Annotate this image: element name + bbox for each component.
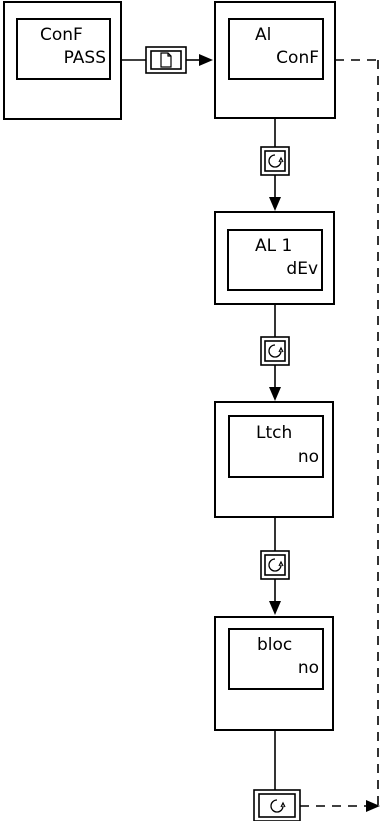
display-window [16, 18, 111, 80]
scroll-key-icon[interactable] [260, 146, 290, 176]
display-line-1: bloc [257, 635, 292, 655]
display-window [228, 415, 324, 478]
display-line-2: dEv [286, 259, 318, 279]
display-window [227, 229, 323, 291]
page-key-icon[interactable] [145, 46, 187, 74]
scroll-key-icon[interactable] [253, 789, 301, 821]
arrowhead-down-icon [269, 601, 281, 615]
scroll-key-icon[interactable] [260, 550, 290, 580]
unit-conf-pass: ConF PASS [3, 1, 122, 120]
unit-bloc-no: bloc no [214, 616, 334, 731]
display-line-1: Al [255, 25, 271, 45]
arrowhead-down-icon [269, 387, 281, 401]
arrowhead-down-icon [269, 197, 281, 211]
display-line-2: ConF [276, 48, 319, 68]
display-line-2: PASS [64, 48, 106, 68]
unit-ltch-no: Ltch no [214, 401, 334, 518]
unit-frame [214, 401, 334, 518]
unit-al1-dev: AL 1 dEv [214, 211, 335, 305]
unit-al-conf: Al ConF [214, 1, 336, 119]
display-line-2: no [298, 447, 319, 467]
unit-frame [214, 616, 334, 731]
display-line-1: Ltch [256, 423, 292, 443]
scroll-key-icon[interactable] [260, 336, 290, 366]
display-line-1: AL 1 [255, 236, 292, 256]
display-window [228, 628, 324, 690]
display-line-1: ConF [40, 25, 83, 45]
arrowhead-right-icon [366, 800, 380, 812]
display-window [228, 18, 324, 80]
arrowhead-right-icon [199, 54, 213, 66]
display-line-2: no [298, 658, 319, 678]
